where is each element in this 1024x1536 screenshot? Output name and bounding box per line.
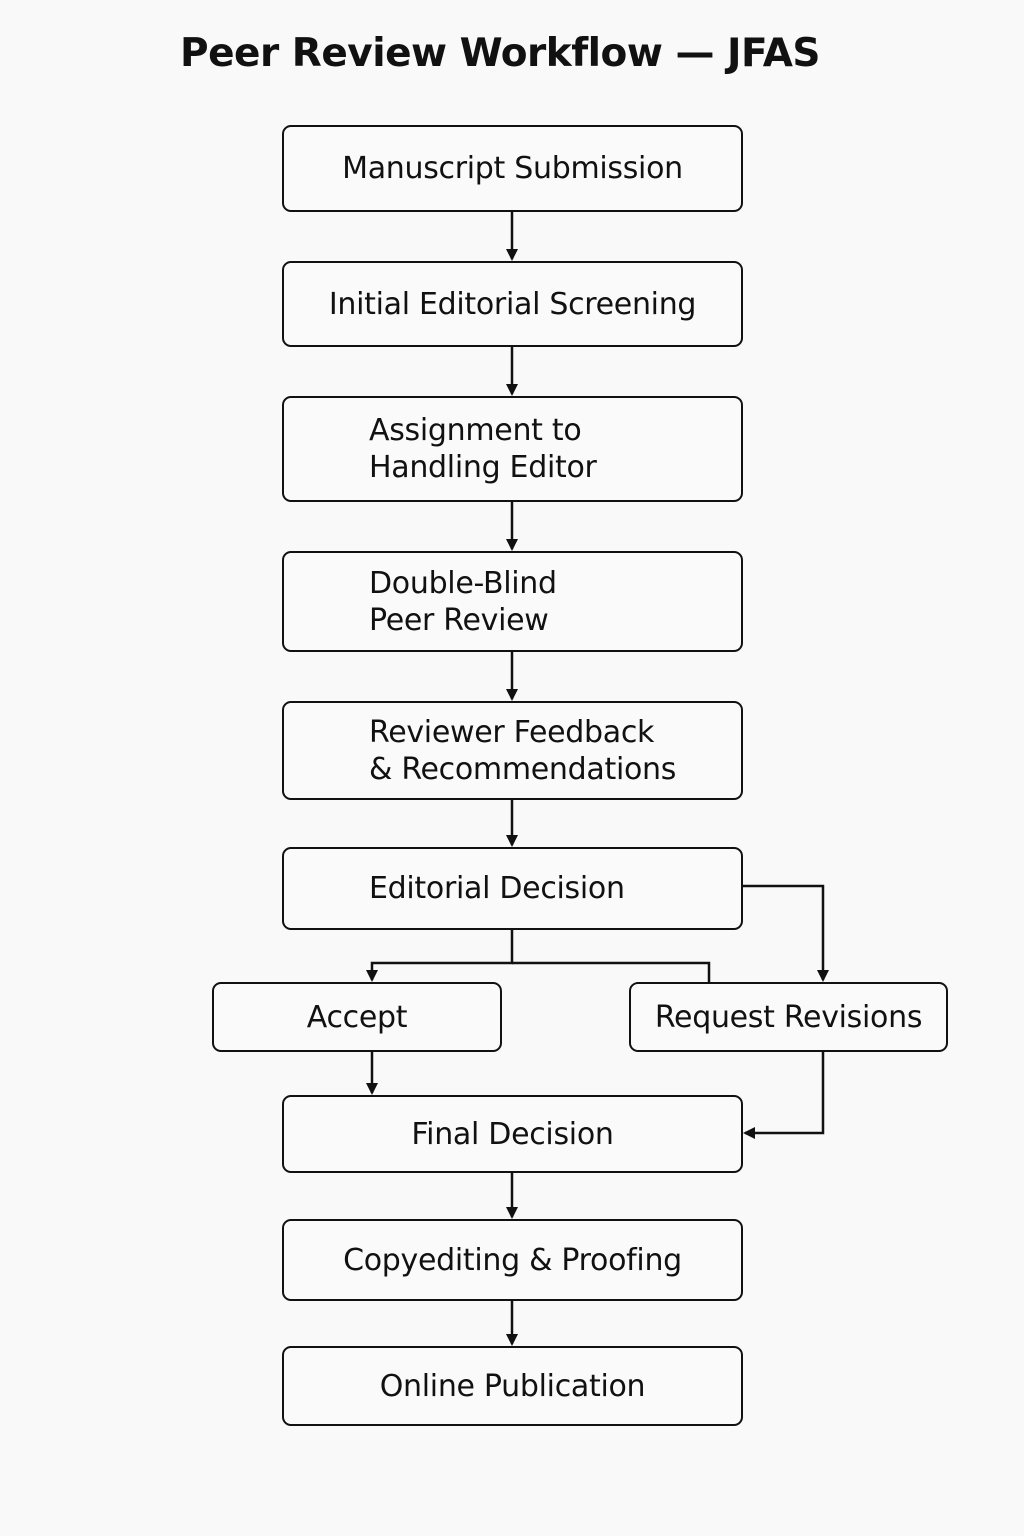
step-label: Final Decision xyxy=(411,1116,614,1152)
step-label-line-1: Assignment to xyxy=(369,413,582,448)
step-label: Initial Editorial Screening xyxy=(328,286,697,322)
step-manuscript-submission: Manuscript Submission xyxy=(282,125,743,212)
step-reviewer-feedback: Reviewer Feedback & Recommendations xyxy=(282,701,743,800)
diagram-title: Peer Review Workflow — JFAS xyxy=(180,31,820,76)
step-label-line-2: & Recommendations xyxy=(369,751,677,787)
step-request-revisions: Request Revisions xyxy=(629,982,948,1052)
step-copyediting-proofing: Copyediting & Proofing xyxy=(282,1219,743,1301)
step-initial-editorial-screening: Initial Editorial Screening xyxy=(282,261,743,347)
step-online-publication: Online Publication xyxy=(282,1346,743,1426)
step-label-line-1: Reviewer Feedback xyxy=(369,714,655,750)
step-label-line-2: Peer Review xyxy=(369,602,549,638)
edge-revisions-final xyxy=(743,1052,825,1139)
step-label: Request Revisions xyxy=(654,999,923,1035)
step-label: Editorial Decision xyxy=(369,871,625,906)
edge-decision-revisions xyxy=(743,884,829,982)
edge-decision-split-right xyxy=(512,961,711,982)
step-label: Accept xyxy=(306,999,408,1035)
step-final-decision: Final Decision xyxy=(282,1095,743,1173)
step-label-line-1: Double-Blind xyxy=(369,565,557,601)
step-label-line-2: Handling Editor xyxy=(369,450,597,485)
step-label: Manuscript Submission xyxy=(342,151,683,186)
step-editorial-decision: Editorial Decision xyxy=(282,847,743,930)
step-label: Online Publication xyxy=(379,1368,646,1404)
step-accept: Accept xyxy=(212,982,502,1052)
step-double-blind-peer-review: Double-Blind Peer Review xyxy=(282,551,743,652)
step-label: Copyediting & Proofing xyxy=(343,1242,682,1278)
edge-decision-accept xyxy=(366,930,514,982)
step-assignment-to-handling-editor: Assignment to Handling Editor xyxy=(282,396,743,502)
